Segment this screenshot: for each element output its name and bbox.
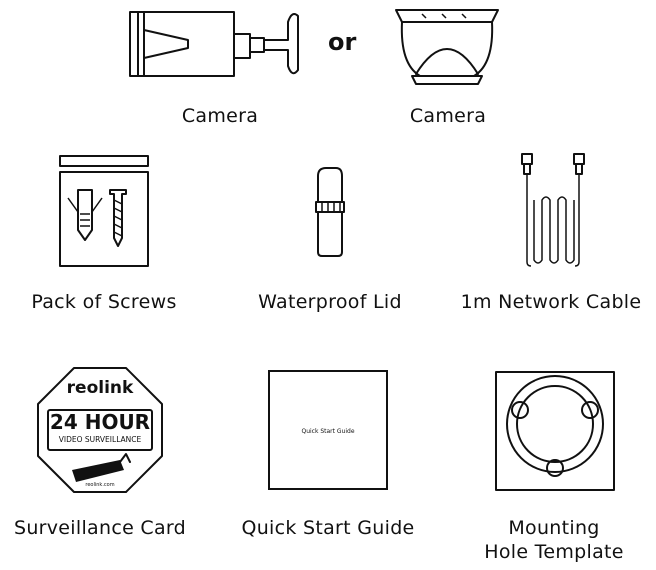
card-subline: VIDEO SURVEILLANCE [58, 435, 142, 444]
surveillance-card-icon: reolink 24 HOUR VIDEO SURVEILLANCE reoli… [36, 366, 164, 494]
bullet-camera-icon [129, 11, 299, 77]
dome-camera-icon [395, 9, 499, 85]
template-label: Mounting Hole Template [484, 517, 624, 563]
camera-bullet-label: Camera [181, 105, 259, 127]
camera-dome-label: Camera [409, 105, 487, 127]
card-url: reolink.com [85, 482, 115, 488]
guide-label: Quick Start Guide [241, 517, 415, 539]
quick-start-guide-icon: Quick Start Guide [268, 370, 388, 490]
card-headline: 24 HOUR [49, 410, 151, 434]
screws-label: Pack of Screws [31, 291, 177, 313]
guide-cover-text: Quick Start Guide [301, 428, 355, 435]
waterproof-lid-icon [315, 167, 345, 257]
cable-label: 1m Network Cable [460, 291, 642, 313]
network-cable-icon [521, 153, 585, 267]
mounting-template-icon [495, 371, 615, 491]
or-text: or [328, 28, 357, 56]
card-label: Surveillance Card [13, 517, 187, 539]
card-brand: reolink [66, 378, 134, 398]
lid-label: Waterproof Lid [258, 291, 402, 313]
screw-pack-icon [59, 155, 149, 267]
